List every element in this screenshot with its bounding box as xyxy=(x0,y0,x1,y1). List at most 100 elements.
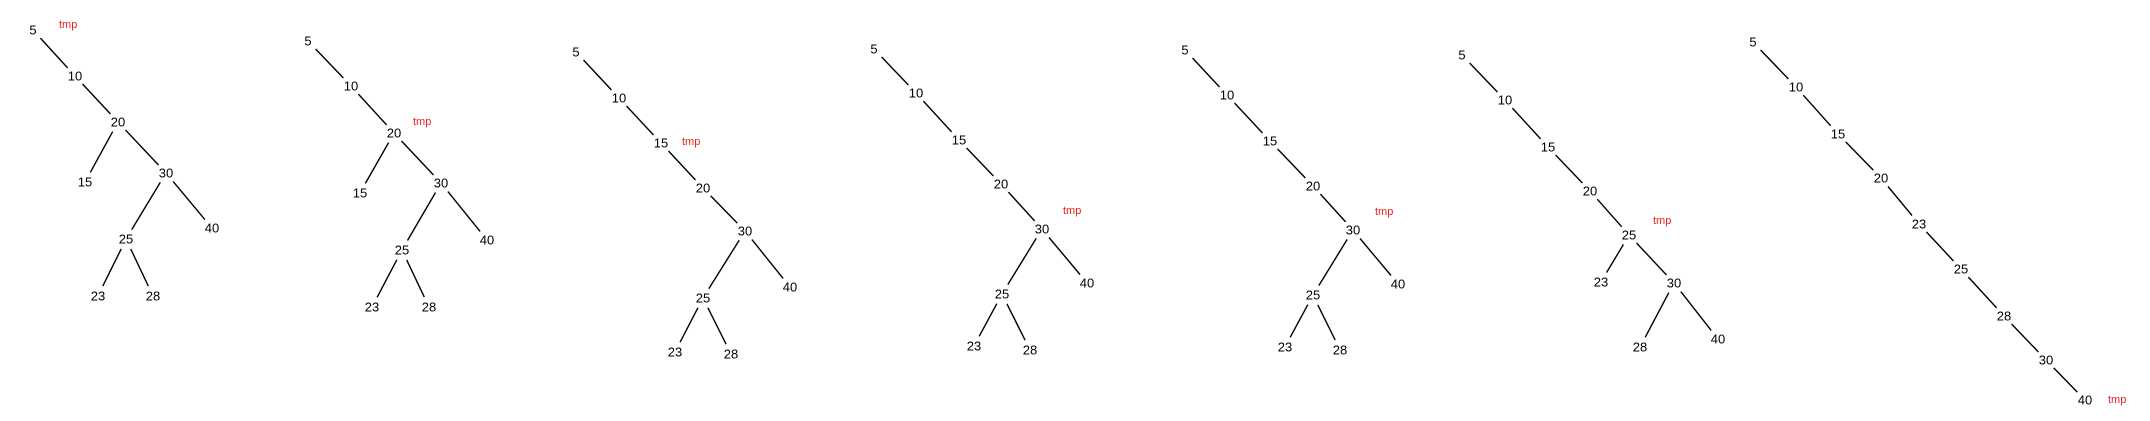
tree-node-23: 23 xyxy=(91,289,105,304)
tree-node-25: 25 xyxy=(1622,228,1636,243)
tree-edge xyxy=(922,100,953,133)
tree-edge xyxy=(582,59,613,91)
tree-node-23: 23 xyxy=(967,339,981,354)
tree-edge xyxy=(679,307,699,343)
tree-edge xyxy=(1359,238,1392,276)
tree-edge xyxy=(131,182,161,230)
tree-node-20: 20 xyxy=(111,115,125,130)
tree-node-15: 15 xyxy=(1541,140,1555,155)
tree-edge xyxy=(2053,367,2078,393)
tree-node-10: 10 xyxy=(612,91,626,106)
tree-edge xyxy=(1555,154,1583,184)
tree-edge xyxy=(1802,94,1832,127)
tree-node-30: 30 xyxy=(1346,223,1360,238)
tree-edge xyxy=(1967,276,1998,309)
tree-edge xyxy=(81,83,112,115)
tree-node-10: 10 xyxy=(1789,80,1803,95)
tree-node-23: 23 xyxy=(1278,340,1292,355)
tree-edge xyxy=(667,150,697,181)
tree-node-25: 25 xyxy=(1954,262,1968,277)
tree-node-5: 5 xyxy=(29,23,36,38)
tree-edge xyxy=(364,142,390,184)
tree-edge xyxy=(1680,291,1712,331)
tree-edge xyxy=(406,192,437,241)
tree-node-28: 28 xyxy=(1333,343,1347,358)
tree-edge xyxy=(1605,244,1625,273)
tree-node-25: 25 xyxy=(696,291,710,306)
tree-edge xyxy=(1887,186,1913,216)
tree-node-28: 28 xyxy=(1997,309,2011,324)
tmp-pointer-label: tmp xyxy=(1063,205,1081,217)
tree-node-40: 40 xyxy=(1711,332,1725,347)
tree-node-15: 15 xyxy=(78,175,92,190)
tree-edge xyxy=(1469,62,1498,93)
tree-edge xyxy=(966,147,994,177)
tree-edge xyxy=(1511,107,1542,140)
tree-edge xyxy=(1289,304,1309,338)
tree-node-23: 23 xyxy=(365,300,379,315)
tree-node-10: 10 xyxy=(909,86,923,101)
tree-edge xyxy=(39,37,69,69)
tree-edge xyxy=(1845,141,1874,171)
tree-node-20: 20 xyxy=(696,181,710,196)
tree-node-25: 25 xyxy=(995,287,1009,302)
tree-edge xyxy=(1006,303,1026,341)
tree-node-10: 10 xyxy=(68,69,82,84)
tree-node-15: 15 xyxy=(1831,127,1845,142)
tmp-pointer-label: tmp xyxy=(59,19,77,31)
tmp-pointer-label: tmp xyxy=(413,116,431,128)
tree-node-30: 30 xyxy=(738,224,752,239)
tree-edge xyxy=(1760,49,1789,80)
tree-edge xyxy=(707,307,727,345)
tree-node-20: 20 xyxy=(1306,179,1320,194)
tree-edge xyxy=(881,56,909,86)
tree-edge xyxy=(1319,193,1347,223)
tree-node-5: 5 xyxy=(304,34,311,49)
tree-node-23: 23 xyxy=(1912,217,1926,232)
tree-edge xyxy=(406,259,425,298)
tree-edge xyxy=(710,195,738,224)
tree-edge xyxy=(357,93,388,126)
tree-edge xyxy=(1007,238,1037,285)
tree-node-15: 15 xyxy=(654,136,668,151)
tree-edge xyxy=(1048,237,1081,275)
tree-edge xyxy=(1318,239,1348,286)
tree-edge xyxy=(1596,198,1623,228)
tree-edge xyxy=(1007,191,1036,222)
tree-node-5: 5 xyxy=(1181,43,1188,58)
tree-node-20: 20 xyxy=(1874,171,1888,186)
tree-edge xyxy=(625,105,655,136)
tree-node-40: 40 xyxy=(205,221,219,236)
tree-node-40: 40 xyxy=(480,233,494,248)
tmp-pointer-label: tmp xyxy=(2108,394,2126,406)
tree-node-28: 28 xyxy=(724,347,738,362)
tree-node-5: 5 xyxy=(1458,48,1465,63)
tree-node-5: 5 xyxy=(572,45,579,60)
tmp-pointer-label: tmp xyxy=(682,136,700,148)
tree-edge xyxy=(1277,148,1306,179)
tree-node-30: 30 xyxy=(1667,276,1681,291)
tree-edge xyxy=(1317,304,1336,341)
tmp-pointer-label: tmp xyxy=(1653,215,1671,227)
tree-node-20: 20 xyxy=(1583,184,1597,199)
tree-edge xyxy=(978,303,998,337)
tree-node-25: 25 xyxy=(395,243,409,258)
tree-edge xyxy=(102,248,122,287)
tree-node-10: 10 xyxy=(1220,88,1234,103)
tree-node-25: 25 xyxy=(119,232,133,247)
tree-edge xyxy=(1644,292,1670,338)
tree-edge xyxy=(315,48,344,79)
tree-edge xyxy=(172,180,206,221)
tree-edge xyxy=(400,140,435,176)
tree-node-10: 10 xyxy=(1498,93,1512,108)
tree-edge xyxy=(2011,323,2039,353)
tree-node-5: 5 xyxy=(870,42,877,57)
tree-node-30: 30 xyxy=(2039,353,2053,368)
tree-node-28: 28 xyxy=(146,289,160,304)
